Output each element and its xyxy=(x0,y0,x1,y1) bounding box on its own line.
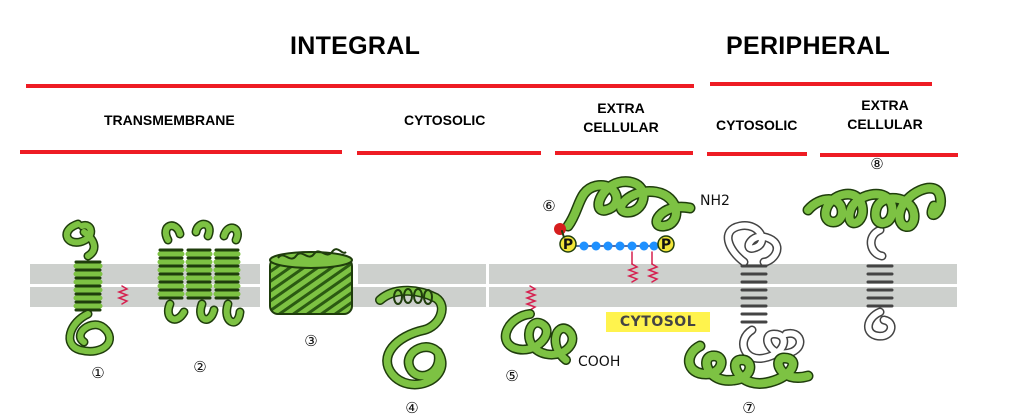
protein-number-6: ⑥ xyxy=(542,197,555,215)
protein-8-peripheral-extracellular xyxy=(802,182,947,341)
peripheral-extracellular-label: EXTRA CELLULAR xyxy=(830,96,940,134)
protein-5-lipid-anchored xyxy=(500,285,578,365)
protein-number-8: ⑧ xyxy=(870,155,883,173)
integral-header: INTEGRAL xyxy=(290,32,421,60)
cooh-label: COOH xyxy=(578,354,620,370)
integral-extracellular-rule xyxy=(555,151,693,155)
peripheral-extracellular-rule xyxy=(820,153,958,157)
protein-6-gpi-anchored xyxy=(554,176,696,283)
integral-cytosolic-label: CYTOSOLIC xyxy=(404,112,486,128)
peripheral-extracellular-line-2: CELLULAR xyxy=(847,116,923,132)
transmembrane-rule xyxy=(20,150,342,154)
integral-extracellular-label: EXTRA CELLULAR xyxy=(577,99,665,137)
peripheral-rule xyxy=(710,82,932,86)
integral-cytosolic-rule xyxy=(357,151,541,155)
integral-extracellular-line-1: EXTRA xyxy=(597,100,645,116)
protein-2-multi-pass xyxy=(157,219,245,327)
integral-rule xyxy=(26,84,694,88)
protein-7-peripheral-cytosolic xyxy=(684,221,814,389)
phosphate-group-right: P xyxy=(657,235,675,253)
integral-extracellular-line-2: CELLULAR xyxy=(583,119,659,135)
protein-1-single-pass xyxy=(62,219,130,356)
protein-number-4: ④ xyxy=(405,399,418,417)
protein-number-5: ⑤ xyxy=(505,367,518,385)
protein-number-2: ② xyxy=(193,358,206,376)
protein-4-cytosolic xyxy=(375,285,447,390)
phosphate-group-left: P xyxy=(559,235,577,253)
phosphate-right-label: P xyxy=(661,237,671,253)
phosphate-left-label: P xyxy=(563,237,573,253)
peripheral-extracellular-line-1: EXTRA xyxy=(861,97,909,113)
nh2-label: NH2 xyxy=(700,193,730,209)
protein-number-1: ① xyxy=(91,364,104,382)
peripheral-cytosolic-rule xyxy=(707,152,807,156)
peripheral-cytosolic-label: CYTOSOLIC xyxy=(716,117,798,133)
protein-number-7: ⑦ xyxy=(742,399,755,417)
protein-3-beta-barrel xyxy=(269,248,353,315)
transmembrane-label: TRANSMEMBRANE xyxy=(104,112,235,128)
peripheral-header: PERIPHERAL xyxy=(726,32,891,60)
protein-number-3: ③ xyxy=(304,332,317,350)
cytosol-label: CYTOSOL xyxy=(606,312,710,332)
